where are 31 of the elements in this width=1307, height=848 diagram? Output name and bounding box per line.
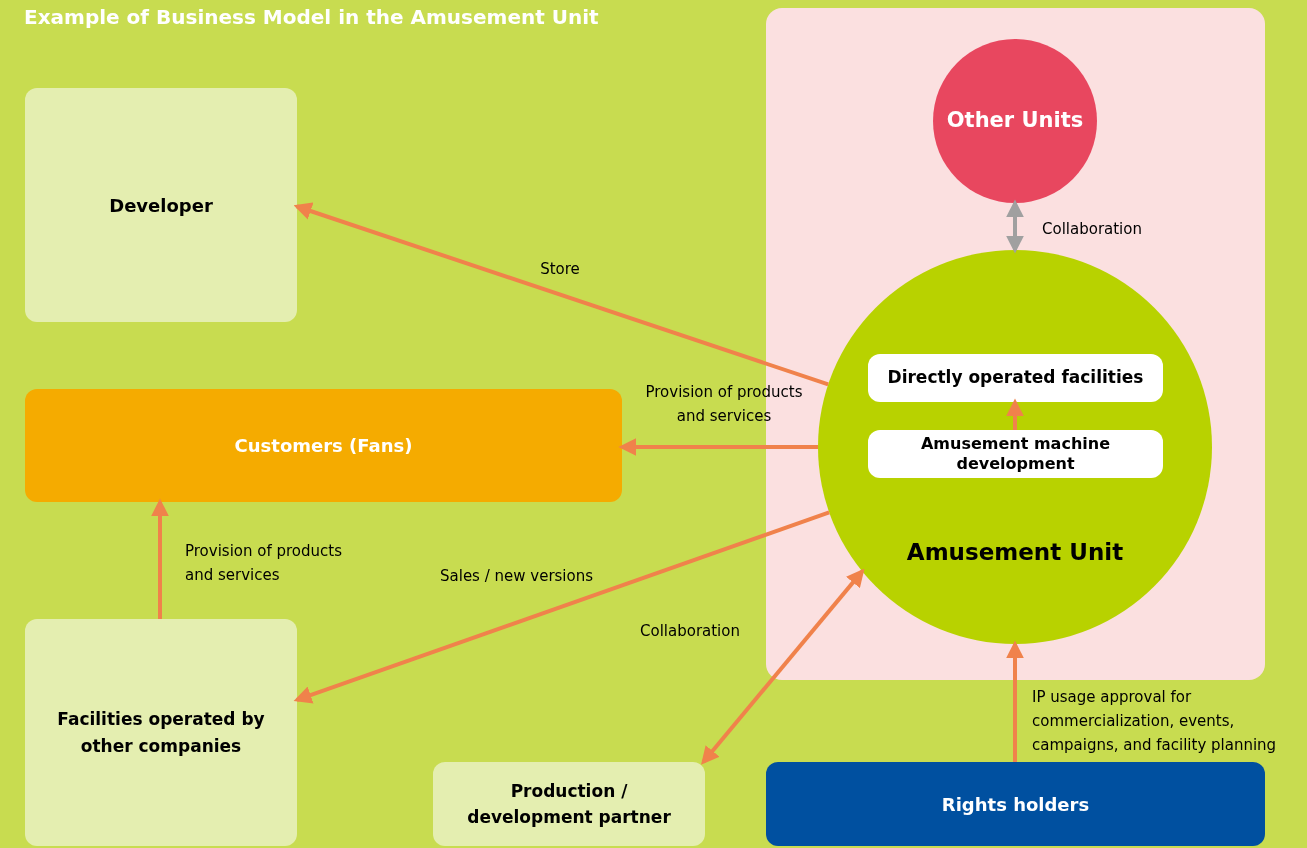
process-box xyxy=(868,354,1163,402)
node-label: Facilities operated by other companies xyxy=(56,707,266,758)
node-label: Other Units xyxy=(946,107,1084,135)
arrow xyxy=(293,510,830,704)
node-label: Directly operated facilities xyxy=(887,366,1144,390)
arrow xyxy=(293,202,829,387)
node-label: Amusement machine development xyxy=(920,434,1111,474)
node-label: Customers (Fans) xyxy=(234,434,413,458)
rights-holder-box xyxy=(766,762,1265,846)
edge-label: Store xyxy=(539,259,581,280)
edge-label: IP usage approval for commercialization, events, campaigns, and facility planning xyxy=(1032,687,1278,756)
partner-box xyxy=(25,619,297,846)
arrow xyxy=(1006,398,1024,430)
arrow xyxy=(701,568,865,765)
edge-label: Provision of products and services xyxy=(185,541,343,586)
node-label: Production / development partner xyxy=(466,780,672,829)
node-label: Rights holders xyxy=(941,792,1090,817)
edge-label: Collaboration xyxy=(1042,219,1142,240)
edge-label: Sales / new versions xyxy=(440,566,594,587)
partner-box xyxy=(433,762,705,846)
arrow xyxy=(618,438,818,456)
customer-box xyxy=(25,389,622,502)
node-label: Developer xyxy=(109,193,213,218)
process-box xyxy=(868,430,1163,478)
diagram-title: Example of Business Model in the Amusement Unit xyxy=(24,4,599,31)
arrow xyxy=(1006,640,1024,762)
partner-box xyxy=(25,88,297,322)
edge-label: Collaboration xyxy=(640,621,740,642)
arrow xyxy=(1006,199,1024,254)
arrow xyxy=(151,498,169,619)
node-label: Amusement Unit xyxy=(905,538,1125,567)
